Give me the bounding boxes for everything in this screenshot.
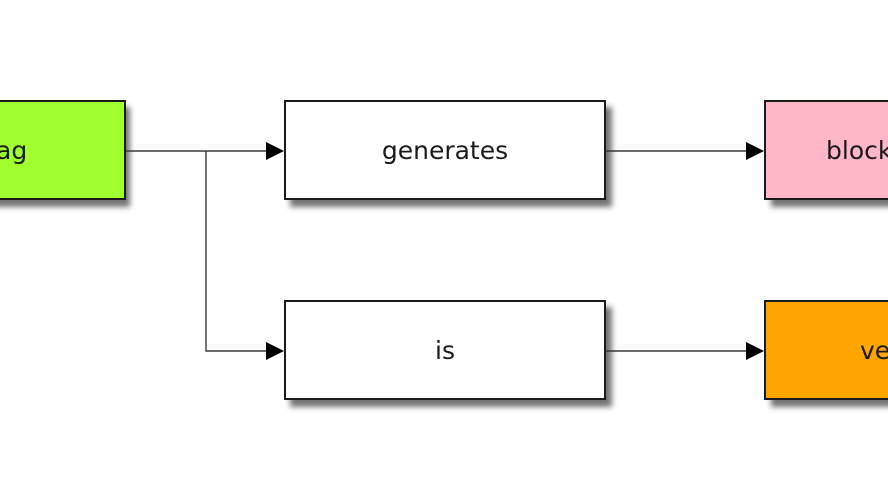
node-block-label: block bbox=[826, 136, 888, 165]
node-is-label: is bbox=[435, 336, 455, 365]
node-source-box bbox=[0, 100, 126, 200]
node-ve-box bbox=[764, 300, 888, 400]
node-source: ag bbox=[0, 100, 130, 207]
node-generates-box bbox=[284, 100, 606, 200]
node-ve: ve bbox=[764, 300, 888, 407]
arrowhead-generates bbox=[266, 142, 284, 160]
arrowhead-block bbox=[746, 142, 764, 160]
node-ve-label: ve bbox=[860, 336, 888, 365]
edges bbox=[126, 142, 764, 360]
edge-source-is bbox=[205, 151, 266, 352]
node-is-box bbox=[284, 300, 606, 400]
node-is: is bbox=[284, 300, 612, 407]
arrowhead-ve bbox=[746, 342, 764, 360]
node-block-box bbox=[764, 100, 888, 200]
node-generates: generates bbox=[284, 100, 612, 207]
node-source-label: ag bbox=[0, 136, 27, 165]
node-generates-label: generates bbox=[382, 136, 508, 165]
arrowhead-is bbox=[266, 342, 284, 360]
node-block: block bbox=[764, 100, 888, 207]
